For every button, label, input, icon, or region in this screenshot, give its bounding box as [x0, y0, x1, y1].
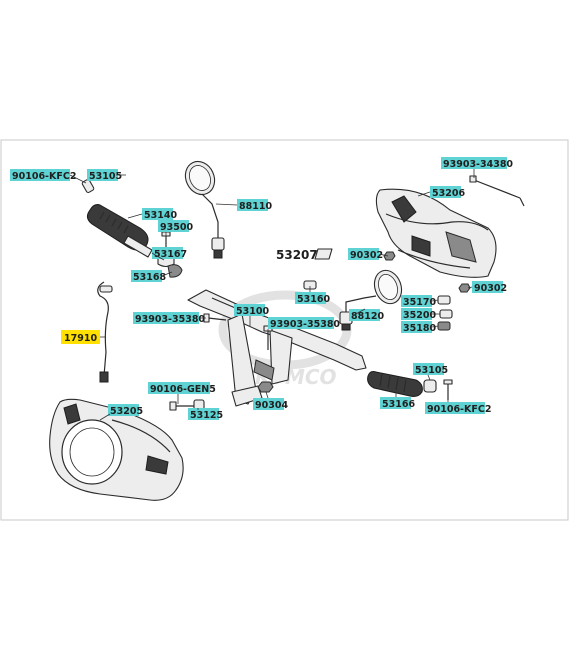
label-53167[interactable]: 53167: [154, 249, 187, 260]
tag-bg-93903-35380-a: [133, 312, 199, 324]
clamp-53168-part[interactable]: [167, 264, 183, 278]
label-53168[interactable]: 53168: [133, 272, 166, 283]
right-bar-end-part[interactable]: [423, 379, 437, 393]
tag-bg-53125: [188, 408, 219, 420]
diagram-frame: [0, 139, 569, 521]
switch-35170-part[interactable]: [437, 295, 451, 305]
label-53100[interactable]: 53100: [236, 306, 269, 317]
throttle-cable-17910-part[interactable]: [97, 281, 113, 383]
tag-bg-88120: [349, 309, 380, 321]
label-90106-kfc2-left[interactable]: 90106-KFC2: [12, 171, 76, 182]
handlebar-53100-part[interactable]: [187, 289, 367, 407]
tag-bg-88110: [237, 199, 268, 211]
tag-bg-93903-35380-b: [268, 317, 334, 329]
tag-bg-93903-34380: [441, 157, 507, 169]
label-88120[interactable]: 88120: [351, 311, 384, 322]
label-35200[interactable]: 35200: [403, 310, 436, 321]
label-90302-lower[interactable]: 90302: [474, 283, 507, 294]
emblem-53207-part[interactable]: [314, 248, 333, 260]
tag-bg-90302-b: [472, 281, 503, 293]
screw-90106-kfc2-right-part[interactable]: [443, 379, 453, 400]
tag-bg-90106-kfc2-a: [10, 169, 70, 181]
handle-lower-cover-part[interactable]: [49, 398, 184, 501]
left-mirror-part[interactable]: [180, 157, 225, 259]
tag-bg-93500: [158, 220, 189, 232]
tag-bg-53105-a: [87, 169, 118, 181]
tag-bg-53105-b: [413, 363, 444, 375]
switch-35180-part[interactable]: [437, 321, 451, 331]
left-grip-part[interactable]: [86, 204, 153, 258]
label-90302-upper[interactable]: 90302: [350, 250, 383, 261]
nut-90302-left-part[interactable]: [383, 251, 396, 261]
bolt-93903-34380-part[interactable]: [469, 175, 525, 207]
tag-bg-53205: [108, 404, 139, 416]
label-17910-selected[interactable]: 17910: [64, 333, 97, 344]
nut-90302-right-part[interactable]: [458, 283, 471, 293]
tag-bg-90304: [253, 398, 284, 410]
leader-lines: [69, 169, 475, 421]
label-tags: 90106-KFC2 53105 53140 93500 53167 53168…: [10, 157, 513, 421]
tag-bg-53140: [142, 208, 173, 220]
tag-bg-35170: [401, 295, 432, 307]
tag-bg-53168: [131, 270, 162, 282]
label-53166[interactable]: 53166: [382, 399, 415, 410]
label-53160[interactable]: 53160: [297, 294, 330, 305]
tag-bg-17910-selected: [61, 330, 100, 344]
right-mirror-part[interactable]: [339, 267, 406, 331]
tag-bg-35200: [401, 308, 432, 320]
label-35180[interactable]: 35180: [403, 323, 436, 334]
tag-bg-35180: [401, 321, 432, 333]
tag-bg-53100: [234, 304, 265, 316]
label-53207[interactable]: 53207: [276, 248, 318, 262]
label-53105-left[interactable]: 53105: [89, 171, 122, 182]
label-35170[interactable]: 35170: [403, 297, 436, 308]
label-93903-35380-left[interactable]: 93903-35380: [135, 314, 205, 325]
label-53206[interactable]: 53206: [432, 188, 465, 199]
label-53125[interactable]: 53125: [190, 410, 223, 421]
tag-bg-53206: [430, 186, 461, 198]
label-88110[interactable]: 88110: [239, 201, 272, 212]
tag-bg-53166: [380, 397, 411, 409]
tag-bg-90106-kfc2-b: [425, 402, 485, 414]
label-53205[interactable]: 53205: [110, 406, 143, 417]
label-90304[interactable]: 90304: [255, 400, 288, 411]
tag-bg-90106-gen5: [148, 382, 210, 394]
nut-90304-part[interactable]: [257, 381, 274, 393]
label-93903-34380[interactable]: 93903-34380: [443, 159, 513, 170]
label-90106-gen5[interactable]: 90106-GEN5: [150, 384, 216, 395]
tag-bg-90302-a: [348, 248, 379, 260]
label-93500[interactable]: 93500: [160, 222, 193, 233]
label-53105-right[interactable]: 53105: [415, 365, 448, 376]
label-53140[interactable]: 53140: [144, 210, 177, 221]
label-93903-35380-right[interactable]: 93903-35380: [270, 319, 340, 330]
switch-35200-part[interactable]: [439, 309, 453, 319]
label-90106-kfc2-right[interactable]: 90106-KFC2: [427, 404, 491, 415]
tag-bg-53167: [152, 247, 183, 259]
bolt-90106-gen5-part[interactable]: [169, 401, 196, 411]
handle-upper-cover-part[interactable]: [375, 188, 497, 278]
tag-bg-53160: [295, 292, 326, 304]
right-grip-part[interactable]: [367, 371, 423, 397]
